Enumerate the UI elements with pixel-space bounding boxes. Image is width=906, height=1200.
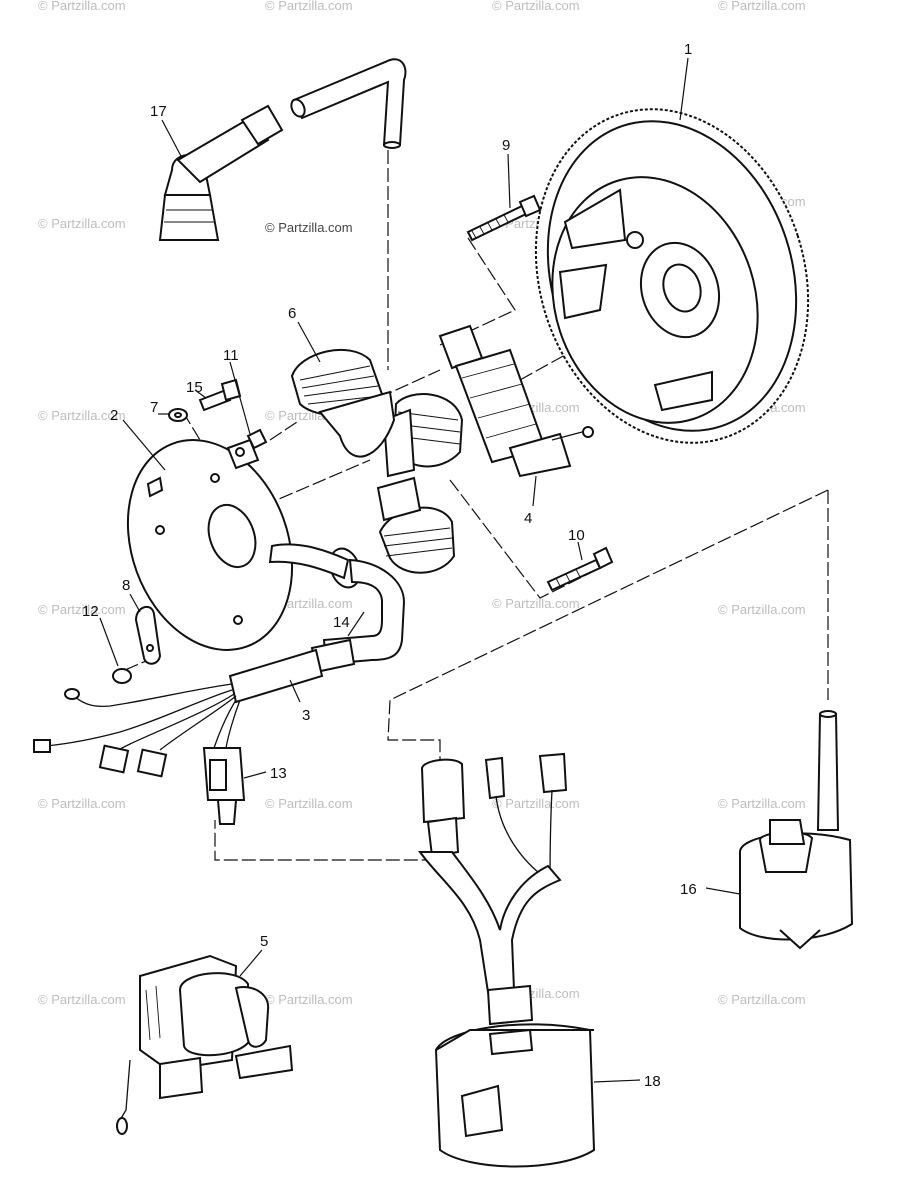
screw <box>546 546 614 592</box>
center-watermark: © Partzilla.com <box>265 220 353 235</box>
watermark: © Partzilla.com <box>38 992 126 1007</box>
watermark: © Partzilla.com <box>492 596 580 611</box>
ignition-coil <box>739 710 854 950</box>
screw <box>198 378 242 412</box>
screw <box>112 668 132 684</box>
watermark: © Partzilla.com <box>718 796 806 811</box>
callout-15: 15 <box>186 379 203 396</box>
bracket <box>134 605 162 665</box>
watermark: © Partzilla.com <box>38 602 126 617</box>
washer <box>168 408 188 422</box>
watermark: © Partzilla.com <box>265 796 353 811</box>
watermark: © Partzilla.com <box>265 0 353 13</box>
callout-13: 13 <box>270 765 287 782</box>
callout-11: 11 <box>223 347 239 364</box>
watermark: © Partzilla.com <box>492 0 580 13</box>
watermark: © Partzilla.com <box>38 216 126 231</box>
watermark: © Partzilla.com <box>265 992 353 1007</box>
callout-2: 2 <box>110 407 118 424</box>
flywheel <box>534 108 810 444</box>
watermark: © Partzilla.com <box>38 0 126 13</box>
callout-12: 12 <box>82 603 99 620</box>
callout-18: 18 <box>644 1073 661 1090</box>
watermark: © Partzilla.com <box>718 0 806 13</box>
spark-plug-cap <box>158 58 407 241</box>
stator-coils <box>290 348 464 574</box>
callout-labels: 1 2 3 4 5 6 7 8 9 10 11 12 13 14 15 16 1… <box>82 41 697 1090</box>
callout-5: 5 <box>260 933 268 950</box>
lighting-coil <box>438 324 594 478</box>
callout-leaders <box>99 57 741 1083</box>
watermark: © Partzilla.com <box>718 992 806 1007</box>
screw <box>246 428 268 450</box>
callout-8: 8 <box>122 577 130 594</box>
stator-plate <box>126 438 294 651</box>
callout-17: 17 <box>150 103 167 120</box>
callout-4: 4 <box>524 510 532 527</box>
solenoid <box>116 954 294 1135</box>
watermark: © Partzilla.com <box>38 796 126 811</box>
callout-3: 3 <box>302 707 310 724</box>
callout-9: 9 <box>502 137 510 154</box>
watermark: © Partzilla.com <box>718 602 806 617</box>
cdi-box <box>418 752 596 1168</box>
watermark: © Partzilla.com <box>492 796 580 811</box>
callout-1: 1 <box>684 41 692 58</box>
wire-harness <box>33 543 406 778</box>
callout-7: 7 <box>150 399 158 416</box>
screw <box>466 194 542 242</box>
watermark: © Partzilla.com <box>38 408 126 423</box>
callout-6: 6 <box>288 305 296 322</box>
connector <box>202 747 246 825</box>
callout-16: 16 <box>680 881 697 898</box>
callout-10: 10 <box>568 527 585 544</box>
callout-14: 14 <box>333 614 350 631</box>
